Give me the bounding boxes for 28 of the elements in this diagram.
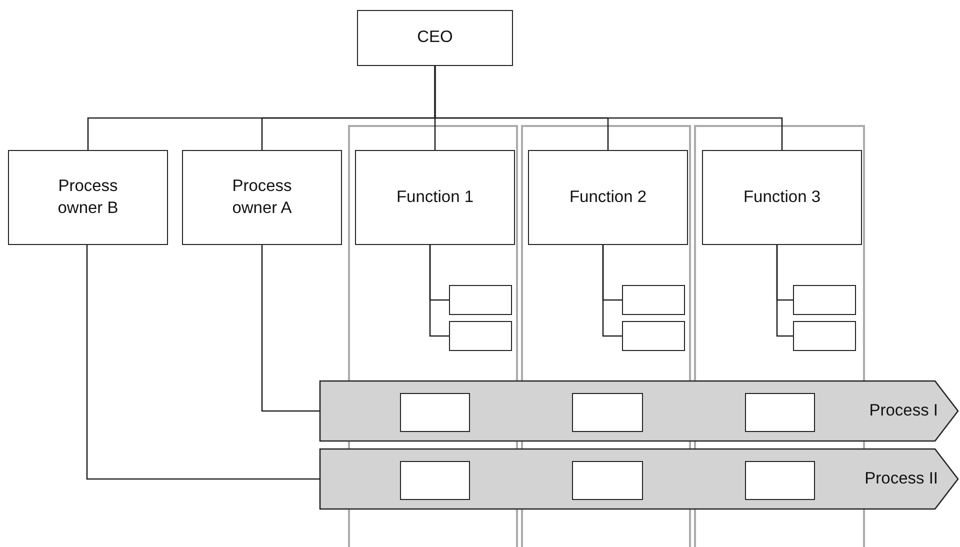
process-label: Process I (869, 402, 938, 420)
activity-box (745, 393, 815, 432)
connector-line (261, 245, 320, 412)
org-box: Function 2 (528, 150, 688, 245)
activity-box (400, 393, 470, 432)
connector-line (434, 66, 783, 150)
process-label: Process II (864, 470, 938, 488)
org-box: Process owner B (8, 150, 168, 245)
org-box: Process owner A (182, 150, 342, 245)
org-box: Function 1 (355, 150, 515, 245)
process-arrow-band (320, 449, 958, 509)
connector-line (602, 245, 622, 337)
connector-line (429, 245, 449, 337)
sub-unit-box (793, 285, 856, 315)
connector-line (86, 245, 320, 480)
activity-box (572, 393, 643, 432)
sub-unit-box (793, 321, 856, 351)
sub-unit-box (449, 285, 512, 315)
sub-unit-box (622, 321, 685, 351)
activity-box (572, 461, 643, 500)
sub-unit-box (622, 285, 685, 315)
activity-box (400, 461, 470, 500)
org-box: CEO (357, 10, 513, 66)
process-arrow-band (320, 381, 958, 441)
sub-unit-box (449, 321, 512, 351)
org-box: Function 3 (702, 150, 862, 245)
connector-line (776, 245, 793, 337)
activity-box (745, 461, 815, 500)
